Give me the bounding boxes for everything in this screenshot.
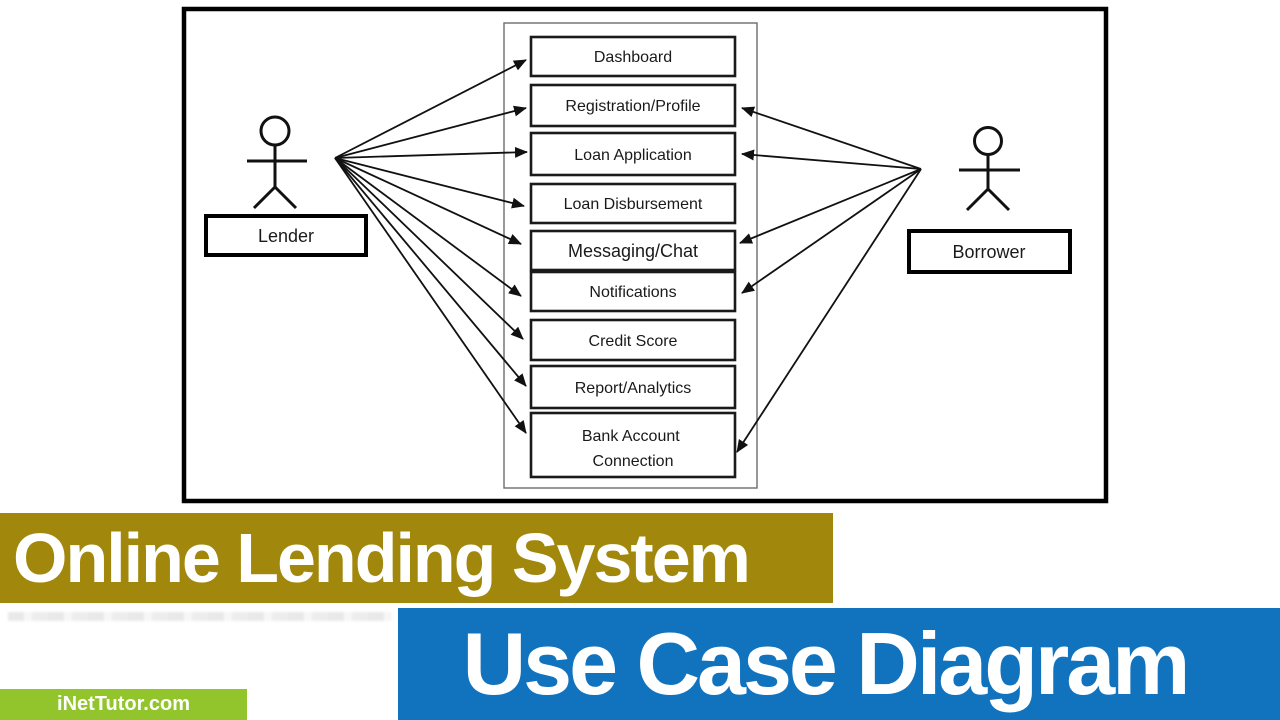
borrower-associations — [736, 106, 922, 453]
usecase-loan-application-label: Loan Application — [574, 147, 691, 164]
usecase-notifications-label: Notifications — [589, 284, 676, 301]
usecase-dashboard — [529, 35, 737, 78]
usecase-registration-label: Registration/Profile — [565, 98, 700, 115]
usecase-credit-score-label: Credit Score — [589, 333, 678, 350]
usecase-report-analytics-label: Report/Analytics — [575, 380, 692, 397]
actor-borrower — [959, 126, 1020, 212]
usecase-bank-account — [529, 411, 737, 479]
usecase-registration — [529, 83, 737, 128]
borrower-name-label: Borrower — [952, 242, 1025, 262]
usecase-credit-score — [529, 318, 737, 362]
actor-lender — [247, 115, 307, 210]
usecase-bank-account-label: Bank Account Connection — [582, 428, 684, 470]
usecase-loan-application — [529, 131, 737, 177]
lender-associations — [334, 59, 528, 434]
use-case-diagram: Dashboard Registration/Profile Loan Appl… — [181, 6, 1109, 504]
usecase-loan-disbursement — [529, 182, 737, 225]
usecase-notifications — [529, 270, 737, 313]
lender-name-box — [204, 214, 368, 257]
usecase-loan-disbursement-label: Loan Disbursement — [564, 196, 703, 213]
title-banner: Online Lending System — [0, 513, 833, 603]
usecase-messaging-label: Messaging/Chat — [568, 241, 698, 261]
ghost-text-artifact — [8, 612, 392, 621]
subtitle-text: Use Case Diagram — [462, 614, 1191, 713]
usecase-boxes — [529, 35, 737, 479]
usecase-dashboard-label: Dashboard — [594, 49, 672, 66]
brand-text: iNetTutor.com — [57, 693, 190, 715]
borrower-name-box — [907, 229, 1072, 274]
usecase-messaging — [529, 229, 737, 272]
lender-name-label: Lender — [258, 226, 314, 246]
subtitle-banner: Use Case Diagram — [398, 608, 1280, 720]
brand-banner: iNetTutor.com — [0, 689, 247, 720]
title-text: Online Lending System — [13, 519, 751, 597]
usecase-report-analytics — [529, 364, 737, 410]
